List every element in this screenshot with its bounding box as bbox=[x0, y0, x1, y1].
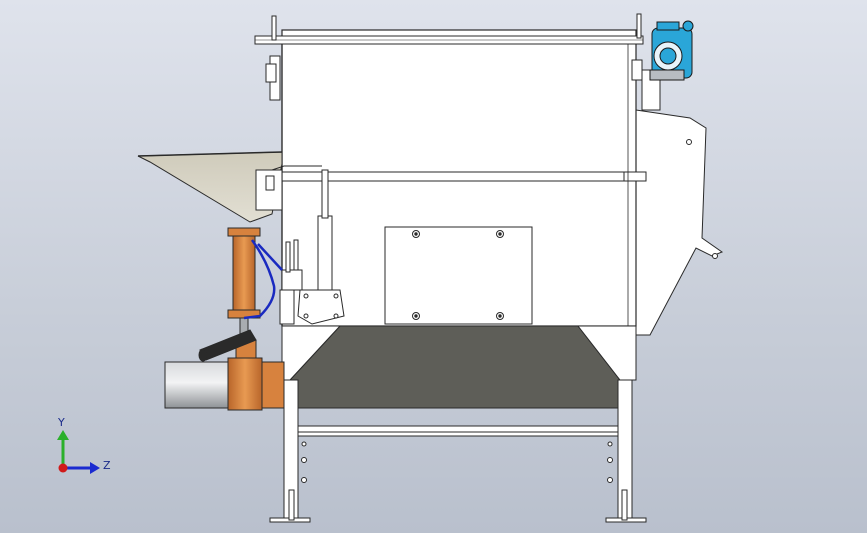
discharge-pipe bbox=[164, 329, 285, 411]
support-frame bbox=[269, 379, 647, 523]
lower-trough bbox=[281, 325, 637, 409]
y-axis-label: Y bbox=[57, 416, 65, 429]
feed-hopper bbox=[137, 151, 283, 223]
top-left-handwheel bbox=[265, 15, 281, 101]
valve-stand bbox=[279, 239, 303, 325]
pneumatic-cylinder bbox=[227, 227, 261, 345]
air-hose bbox=[243, 239, 283, 320]
inspection-panel bbox=[384, 226, 533, 325]
lid-hinge-arm bbox=[271, 165, 322, 171]
side-housing bbox=[635, 109, 724, 336]
gear-motor bbox=[649, 20, 694, 81]
z-axis-label: Z bbox=[103, 459, 111, 472]
spring-bracket bbox=[297, 289, 345, 325]
coordinate-triad-icon: Y Z bbox=[57, 416, 111, 474]
